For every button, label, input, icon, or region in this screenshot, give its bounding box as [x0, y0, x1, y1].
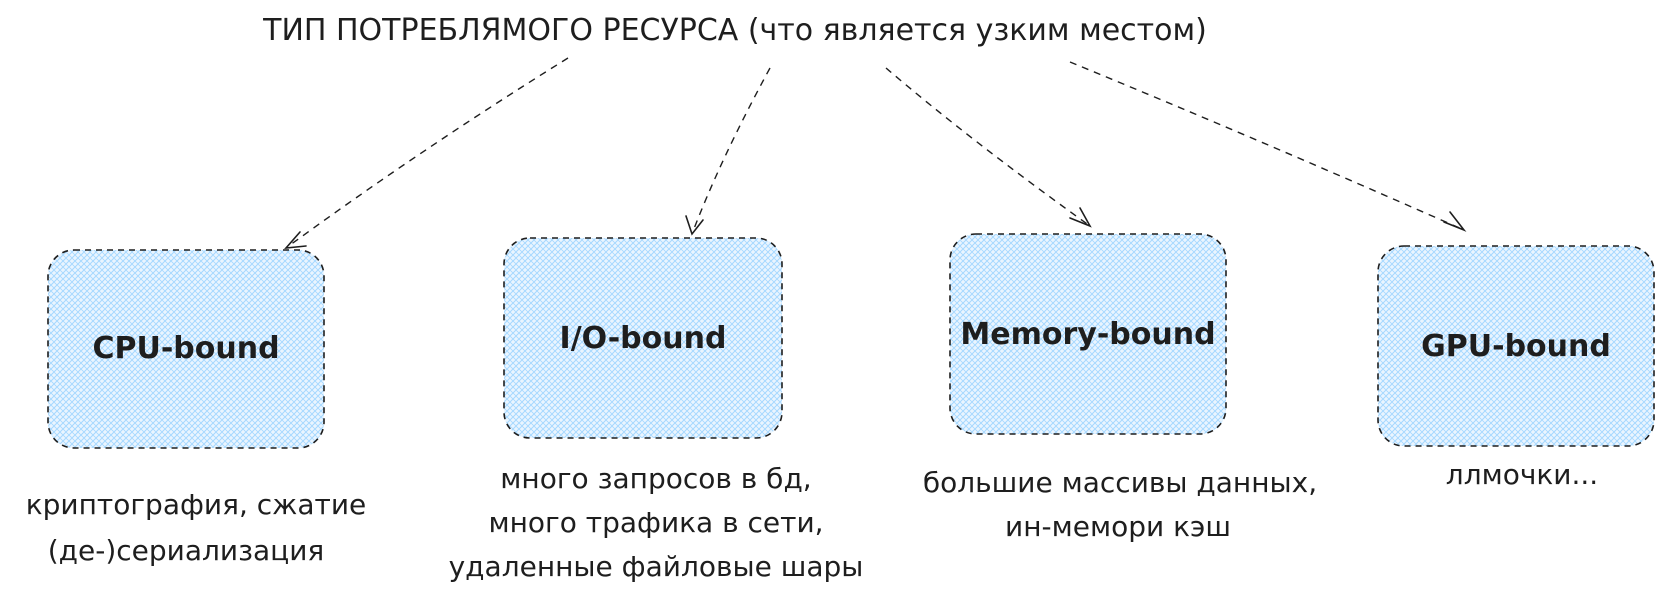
gpu-box [1377, 245, 1655, 447]
memory-description-line-2: ин-мемори кэш [1005, 510, 1231, 543]
io-description-line-1: много запросов в бд, [500, 462, 811, 495]
diagram-title: ТИП ПОТРЕБЛЯМОГО РЕСУРСА (что является у… [262, 13, 1207, 48]
cpu-label: CPU-bound [92, 331, 279, 366]
node-io: I/O-bound много запросов в бд, много тра… [449, 237, 864, 583]
arrow-to-cpu [284, 57, 569, 249]
memory-box [949, 233, 1227, 435]
gpu-description-line-1: ллмочки... [1446, 458, 1598, 491]
cpu-description-line-2: (де-)сериализация [48, 534, 325, 567]
arrow-to-io [685, 67, 771, 236]
io-box [503, 237, 783, 439]
io-description-line-3: удаленные файловые шары [449, 550, 864, 583]
node-memory: Memory-bound большие массивы данных, ин-… [923, 233, 1317, 543]
io-description-line-2: много трафика в сети, [488, 506, 823, 539]
memory-description-line-1: большие массивы данных, [923, 466, 1317, 499]
memory-label: Memory-bound [960, 317, 1215, 352]
arrow-to-memory [885, 67, 1092, 228]
arrow-to-gpu [1069, 61, 1467, 232]
io-label: I/O-bound [560, 321, 727, 356]
gpu-label: GPU-bound [1421, 329, 1611, 364]
cpu-description-line-1: криптография, сжатие [26, 488, 367, 521]
node-cpu: CPU-bound криптография, сжатие (де-)сери… [26, 249, 367, 567]
cpu-box [47, 249, 325, 449]
node-gpu: GPU-bound ллмочки... [1377, 245, 1655, 491]
